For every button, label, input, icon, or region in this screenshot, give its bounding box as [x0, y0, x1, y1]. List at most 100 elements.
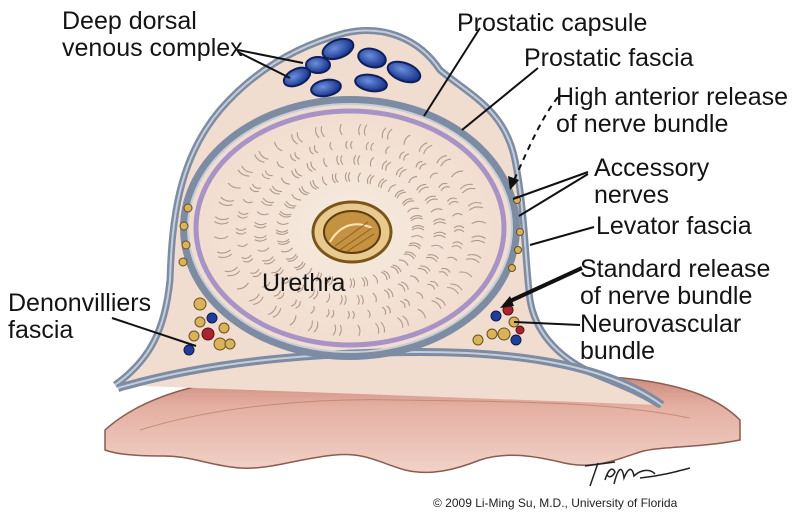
duct	[415, 160, 423, 168]
label-line: High anterior release	[556, 83, 789, 111]
duct	[294, 168, 303, 177]
duct	[320, 126, 326, 138]
duct	[307, 320, 313, 332]
duct	[358, 123, 362, 136]
duct	[417, 267, 429, 275]
duct	[312, 290, 319, 300]
duct	[411, 235, 424, 239]
arrowhead-high-anterior	[508, 176, 519, 190]
duct	[267, 305, 277, 316]
duct	[328, 276, 334, 286]
duct	[431, 244, 444, 249]
duct	[431, 300, 442, 310]
duct	[427, 254, 440, 260]
vein	[310, 78, 342, 98]
duct	[235, 227, 247, 231]
label-line: Standard release	[580, 255, 771, 283]
duct	[350, 140, 353, 150]
duct	[309, 146, 314, 155]
duct	[329, 142, 333, 151]
duct	[278, 213, 291, 218]
leader-accessory-2	[518, 173, 589, 217]
duct	[290, 299, 297, 307]
duct	[436, 155, 447, 164]
duct	[253, 225, 267, 229]
duct	[237, 169, 250, 177]
duct	[372, 274, 379, 284]
duct	[433, 231, 447, 235]
duct	[243, 258, 254, 263]
duct	[325, 293, 331, 304]
label-prostatic-fascia: Prostatic fascia	[524, 45, 694, 72]
duct	[280, 177, 290, 185]
duct	[271, 267, 282, 274]
duct	[296, 262, 306, 271]
duct	[325, 309, 330, 318]
duct	[275, 231, 289, 235]
duct	[250, 268, 260, 274]
duct	[425, 256, 438, 263]
duct	[416, 291, 424, 299]
duct	[262, 281, 271, 288]
duct	[430, 280, 439, 287]
copyright-notice: © 2009 Li-Ming Su, M.D., University of F…	[433, 496, 678, 510]
duct	[281, 247, 293, 253]
duct	[277, 238, 290, 243]
duct	[418, 186, 429, 193]
leader-denonvilliers	[111, 317, 197, 347]
vein	[305, 56, 331, 74]
duct	[364, 276, 369, 287]
duct	[470, 239, 486, 244]
duct	[214, 235, 229, 240]
duct	[287, 255, 299, 262]
duct	[381, 306, 387, 315]
duct	[418, 142, 428, 152]
duct	[432, 218, 446, 222]
label-denonvilliers-fascia: Denonvilliers fascia	[8, 290, 151, 344]
label-line: Urethra	[262, 269, 346, 297]
duct	[349, 278, 353, 289]
duct	[411, 225, 425, 229]
duct	[356, 294, 360, 305]
duct	[224, 266, 239, 273]
label-line: Levator fascia	[596, 212, 752, 240]
duct	[452, 213, 463, 217]
duct	[430, 208, 443, 213]
duct	[290, 154, 296, 162]
duct	[407, 207, 419, 213]
duct	[383, 270, 391, 279]
label-line: Denonvilliers	[8, 289, 152, 317]
duct	[238, 211, 249, 215]
duct	[400, 281, 409, 290]
duct	[257, 247, 270, 252]
leader-high-anterior	[513, 96, 559, 181]
duct	[214, 221, 229, 225]
label-line: nerves	[594, 181, 670, 209]
duct	[241, 165, 253, 174]
duct	[298, 187, 308, 196]
duct	[410, 275, 420, 283]
duct	[450, 283, 463, 291]
leader-standard-release	[507, 266, 583, 304]
duct	[242, 198, 253, 204]
duct	[312, 179, 320, 189]
label-line: Prostatic fascia	[524, 44, 694, 72]
duct	[420, 265, 431, 272]
duct	[236, 282, 249, 290]
duct	[352, 277, 356, 288]
duct	[313, 145, 319, 154]
duct	[293, 282, 302, 292]
duct	[252, 272, 262, 278]
duct	[403, 253, 415, 260]
duct	[264, 170, 273, 177]
duct	[261, 173, 270, 180]
duct	[374, 322, 380, 334]
duct	[254, 221, 267, 226]
duct	[315, 272, 322, 282]
duct	[331, 173, 336, 184]
duct	[353, 154, 357, 165]
duct	[310, 161, 317, 171]
duct	[285, 253, 297, 260]
duct	[380, 179, 388, 189]
duct	[453, 229, 465, 233]
